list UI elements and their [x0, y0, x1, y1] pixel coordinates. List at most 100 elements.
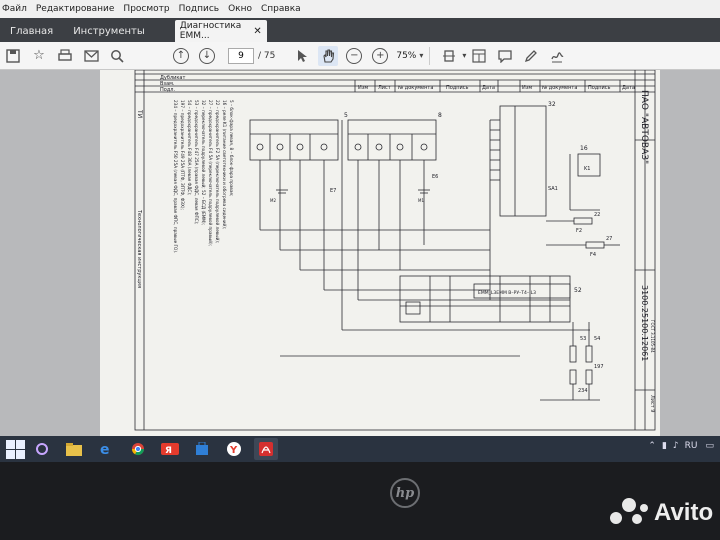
sign-icon[interactable]: [547, 46, 567, 66]
svg-text:Y: Y: [229, 445, 238, 456]
rev-h-4: Дата: [482, 85, 495, 91]
fit-dropdown-icon[interactable]: ▾: [462, 51, 467, 60]
menu-file[interactable]: Файл: [2, 4, 27, 14]
rev-h-2: № документа: [398, 85, 433, 91]
menu-edit[interactable]: Редактирование: [35, 4, 115, 14]
comment-icon[interactable]: [495, 46, 515, 66]
note-0: 5 – блок-фара левая, 8 – блок-фара права…: [229, 100, 234, 196]
file-explorer-icon[interactable]: [62, 438, 86, 460]
arrow-down-icon: ↓: [199, 47, 215, 64]
tab-bar: Главная Инструменты Диагностика EMM... ✕: [0, 18, 720, 42]
gost-label: ГОСТ 3.1105-84: [650, 320, 655, 353]
note-5: 53 – предохранитель F47 25А (правая ФДС,…: [194, 100, 199, 225]
chrome-icon[interactable]: [126, 438, 150, 460]
lbl-m1: M1: [418, 198, 424, 203]
minus-icon: −: [346, 47, 363, 64]
rev-h-3: Подпись: [446, 85, 469, 91]
doc-number: 3100.25100.12061: [640, 285, 649, 361]
tab-home[interactable]: Главная: [10, 25, 54, 37]
note-2: 22 – предохранитель F2 5А (переключатель…: [215, 100, 220, 243]
org-name: ПАО "АВТОВАЗ": [639, 90, 649, 164]
note-8: 234 – предохранитель F50 25А (левая ФДС,…: [173, 100, 178, 253]
zoom-level[interactable]: 75%: [396, 50, 417, 61]
avito-watermark: Avito: [610, 498, 713, 528]
menu-help[interactable]: Справка: [261, 4, 301, 14]
yandex-browser-icon[interactable]: Я: [158, 438, 182, 460]
lbl-k1: K1: [584, 166, 590, 172]
page-number-input[interactable]: [228, 47, 254, 64]
hand-tool-icon[interactable]: [318, 45, 339, 66]
highlight-pen-icon[interactable]: [521, 46, 541, 66]
volume-icon[interactable]: ♪: [672, 441, 679, 451]
chevron-up-icon[interactable]: ⌃: [648, 441, 656, 451]
email-icon[interactable]: [81, 46, 101, 66]
menu-view[interactable]: Просмотр: [123, 4, 170, 14]
select-cursor-icon[interactable]: [292, 46, 312, 66]
lbl-sa1: SA1: [548, 186, 558, 192]
notifications-icon[interactable]: ▭: [705, 441, 714, 451]
language-indicator[interactable]: RU: [684, 441, 698, 451]
rev-h-0b: Изм: [522, 85, 532, 91]
lbl-f4: F4: [590, 252, 596, 258]
label-dubl: Дубликат: [160, 75, 185, 81]
zoom-dropdown-icon[interactable]: ▾: [419, 51, 424, 60]
rev-h-4b: Дата: [622, 85, 635, 91]
monitor-screen: Файл Редактирование Просмотр Подпись Окн…: [0, 0, 720, 462]
tab-document[interactable]: Диагностика EMM... ✕: [174, 20, 267, 42]
search-icon[interactable]: [107, 46, 127, 66]
tab-tools[interactable]: Инструменты: [73, 25, 145, 37]
close-tab-icon[interactable]: ✕: [253, 25, 262, 37]
lbl-ecu: ЕММ_L3ЕММ В–РУ–Т4– L3: [478, 290, 536, 296]
zoom-in-button[interactable]: +: [370, 46, 390, 66]
save-icon[interactable]: [3, 46, 23, 66]
windows-taskbar: e Я Y ⌃ ▮ ♪ RU ▭: [0, 436, 720, 462]
rev-h-0: Изм: [358, 85, 368, 91]
edge-browser-icon[interactable]: e: [94, 438, 118, 460]
zoom-out-button[interactable]: −: [344, 46, 364, 66]
rev-h-1: Лист: [378, 85, 391, 91]
windows-store-icon[interactable]: [190, 438, 214, 460]
lbl-16: 16: [580, 145, 588, 152]
note-4: 32 – переключатель подрулевой левый; 52 …: [201, 100, 206, 225]
windows-start-icon[interactable]: [4, 438, 26, 460]
lbl-54: 54: [594, 336, 600, 342]
plus-icon: +: [372, 47, 389, 64]
toolbar: ☆ ↑ ↓ / 75 − + 75% ▾ ▾: [0, 42, 720, 70]
arrow-up-icon: ↑: [173, 47, 189, 64]
bookmark-star-icon[interactable]: ☆: [33, 48, 45, 63]
fit-page-icon[interactable]: [439, 46, 459, 66]
sheet-number: Лист 9: [649, 395, 655, 412]
page-layout-icon[interactable]: [469, 46, 489, 66]
lbl-53: 53: [580, 336, 586, 342]
cortana-icon[interactable]: [30, 438, 54, 460]
note-3: 27 – предохранитель F4 5А (переключатель…: [208, 100, 213, 246]
prev-page-button[interactable]: ↑: [171, 46, 191, 66]
network-icon[interactable]: ▮: [661, 441, 667, 451]
menu-bar: Файл Редактирование Просмотр Подпись Окн…: [0, 0, 720, 18]
note-6: 54 – предохранитель F48 30А (левая ФДС);: [187, 100, 192, 195]
ti-label: ТИ: [136, 109, 143, 118]
lbl-f2: F2: [576, 228, 582, 234]
hp-logo: hp: [390, 478, 420, 508]
label-vzam: Взам.: [160, 81, 175, 87]
note-7: 197 – предохранитель F49 25А (ПТФ, ЗПТФ,…: [180, 100, 185, 210]
menu-sign[interactable]: Подпись: [178, 4, 220, 14]
rev-h-2b: № документа: [542, 85, 577, 91]
lbl-52: 52: [574, 287, 582, 294]
tech-label: Технологическая инструкция: [136, 209, 142, 288]
avito-text: Avito: [654, 499, 714, 526]
menu-window[interactable]: Окно: [228, 4, 253, 14]
next-page-button[interactable]: ↓: [197, 46, 217, 66]
lbl-32: 32: [548, 101, 556, 108]
yandex-icon[interactable]: Y: [222, 438, 246, 460]
lbl-197: 197: [594, 364, 604, 370]
acrobat-reader-icon[interactable]: [254, 438, 278, 460]
note-1: 16 – реле K1 (питание светотехники и обо…: [222, 100, 227, 229]
print-icon[interactable]: [55, 46, 75, 66]
document-viewport[interactable]: Дубликат Взам. Подл. Изм Лист № документ…: [0, 70, 720, 436]
lbl-234: 234: [578, 388, 588, 394]
document-page: Дубликат Взам. Подл. Изм Лист № документ…: [100, 70, 660, 436]
avito-dots-icon: [610, 498, 650, 528]
lbl-m2: M2: [270, 198, 276, 203]
lbl-27: 27: [606, 236, 612, 242]
